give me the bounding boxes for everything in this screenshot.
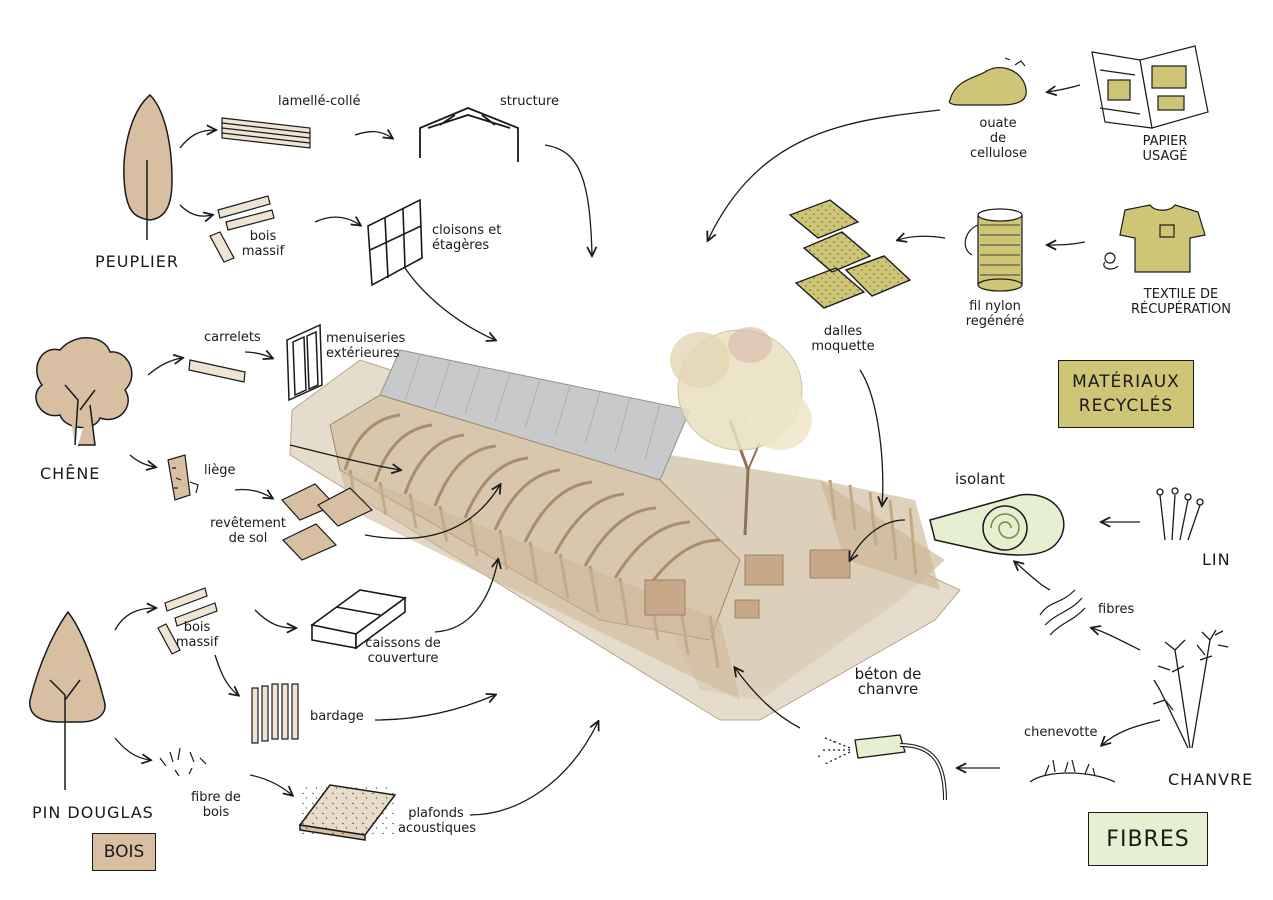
label-chanvre: CHANVRE (1168, 770, 1254, 789)
label-isolant: isolant (955, 470, 1005, 488)
label-fibre-bois: fibre de bois (191, 790, 241, 820)
label-peuplier: PEUPLIER (95, 252, 179, 271)
label-carrelets: carrelets (204, 330, 261, 345)
model-tree (670, 327, 812, 536)
plafonds-icon (298, 784, 397, 841)
chenevotte-icon (1029, 759, 1116, 783)
label-chene: CHÊNE (40, 464, 101, 483)
revetement-icon (281, 483, 374, 561)
structure-icon (419, 107, 519, 162)
caissons-icon (310, 589, 407, 650)
ouate-icon (948, 57, 1027, 106)
label-lamelle-colle: lamellé-collé (278, 94, 361, 109)
liege-icon (167, 454, 199, 501)
tag-materiaux-recycles: MATÉRIAUX RECYCLÉS (1058, 360, 1194, 428)
textile-icon (1103, 204, 1206, 273)
label-pin-douglas: PIN DOUGLAS (32, 803, 154, 822)
label-beton: béton de chanvre (854, 665, 922, 698)
architectural-model (289, 327, 961, 721)
label-structure: structure (500, 94, 559, 109)
label-textile: TEXTILE DE RÉCUPÉRATION (1130, 287, 1231, 317)
chanvre-icon (1152, 629, 1229, 749)
chene-tree-icon (35, 337, 133, 446)
label-bois-massif-2: bois massif (175, 620, 219, 650)
fibre-de-bois-icon (159, 747, 207, 777)
label-ouate: ouate de cellulose (970, 116, 1027, 161)
bardage-icon (251, 683, 299, 744)
model-frames (343, 413, 721, 593)
label-dalles: dalles moquette (811, 324, 875, 354)
papier-icon (1091, 45, 1209, 129)
label-bardage: bardage (310, 709, 364, 724)
label-menuiseries: menuiseries extérieures (326, 331, 406, 361)
peuplier-tree-icon (123, 93, 173, 240)
lamelle-colle-icon (221, 117, 311, 149)
label-cloisons: cloisons et étagères (432, 223, 502, 253)
label-caissons: caissons de couverture (365, 636, 441, 666)
isolant-icon (929, 493, 1065, 556)
menuiseries-icon (286, 323, 323, 402)
label-fil-nylon: fil nylon regénéré (965, 299, 1025, 329)
label-plafonds: plafonds acoustiques (398, 806, 477, 836)
model-front-wall (340, 470, 740, 700)
label-bois-massif-1: bois massif (241, 229, 285, 259)
carrelets-icon (188, 359, 246, 383)
fil-nylon-icon (964, 208, 1023, 292)
roof-ribs (404, 354, 661, 461)
fibres-icon (1039, 589, 1086, 636)
model-right-wall (820, 480, 940, 590)
tag-bois: BOIS (92, 833, 156, 871)
lin-icon (1156, 487, 1204, 541)
label-liege: liège (204, 463, 236, 478)
dalles-icon (788, 199, 912, 309)
pin-douglas-tree-icon (29, 610, 106, 790)
flow-arrows (114, 84, 1161, 816)
label-lin: LIN (1202, 550, 1231, 569)
bois-massif-2-icon (157, 587, 218, 655)
label-fibres: fibres (1098, 602, 1135, 617)
label-revetement: revêtement de sol (210, 516, 286, 546)
bois-massif-1-icon (209, 195, 275, 263)
cloisons-icon (367, 198, 423, 287)
beton-spray-icon (815, 734, 947, 801)
model-blocks (644, 549, 851, 619)
label-papier: PAPIER USAGÉ (1142, 134, 1188, 164)
tag-fibres: FIBRES (1088, 812, 1208, 866)
label-chenevotte: chenevotte (1024, 725, 1098, 740)
